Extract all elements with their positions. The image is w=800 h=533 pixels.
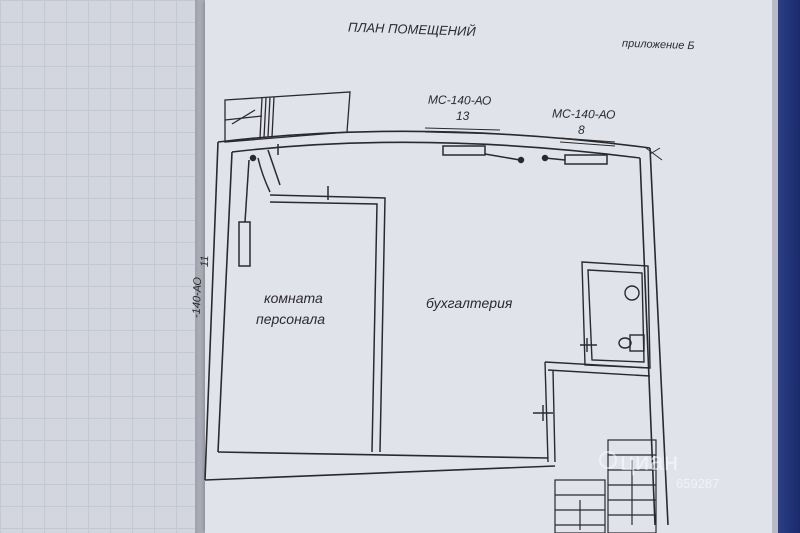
fixture-label-2: МС-140-АО (552, 107, 616, 122)
fixture-count-2: 8 (578, 123, 585, 137)
floor-plan-sheet (205, 0, 780, 533)
appendix-label: приложение Б (622, 38, 695, 53)
staff-room-walls (257, 144, 386, 453)
room-label-staff-line1: комната (264, 290, 323, 306)
fixture-count-3: 11 (199, 255, 211, 267)
blue-folder-edge (778, 0, 800, 533)
fixture-label-1: МС-140-АО (428, 93, 492, 108)
light-fixtures (238, 145, 608, 267)
room-label-staff-line2: персонала (256, 311, 325, 327)
watermark-brand: циан (620, 446, 678, 476)
room-label-accounting: бухгалтерия (426, 295, 513, 311)
outer-walls (204, 130, 669, 526)
watermark: циан 659287 (599, 446, 719, 491)
windows (424, 127, 663, 161)
page-gap (772, 0, 778, 533)
bathroom-walls (533, 261, 651, 463)
staircase-bottom (554, 439, 657, 533)
staircase-top (224, 91, 351, 143)
plan-title: ПЛАН ПОМЕЩЕНИЙ (348, 18, 477, 38)
fixture-count-1: 13 (456, 109, 470, 123)
left-notebook-page (0, 0, 205, 533)
watermark-id: 659287 (676, 476, 719, 491)
fixture-label-3: -140-АО (191, 276, 204, 318)
